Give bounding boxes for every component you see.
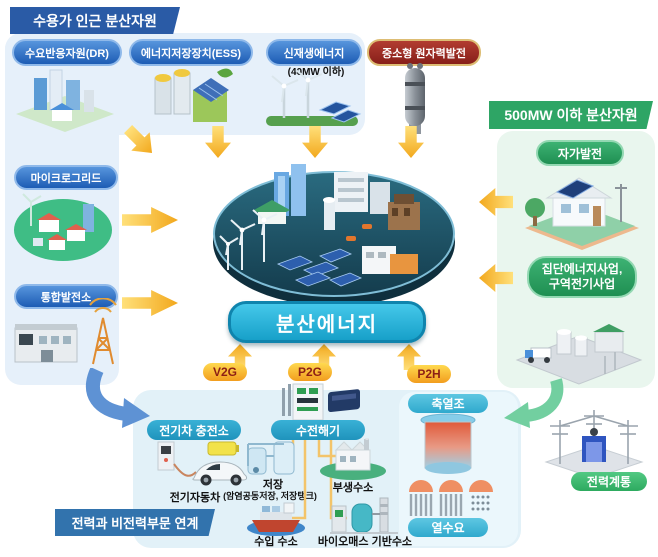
pill-self-generation: 자가발전: [536, 140, 624, 166]
pill-p2h: P2H: [407, 365, 451, 383]
ev-charging-illustration: [157, 441, 248, 486]
hydrogen-storage-illustration: [247, 441, 295, 475]
pill-smr-nuclear: 중소형 원자력발전: [367, 39, 481, 66]
city-dr-illustration: [16, 69, 114, 132]
pill-ess: 에너지저장장치(ESS): [129, 39, 253, 66]
under-500mw-header: 500MW 이하 분산자원: [489, 101, 653, 129]
pill-p2g: P2G: [288, 363, 332, 381]
island-title-badge: 분산에너지: [228, 301, 426, 343]
storage-label: 저장: [262, 479, 284, 491]
heat-demand-radiators-illustration: [409, 480, 493, 516]
electrolyzer-machine-illustration: [282, 383, 360, 421]
imported-hydrogen-ship-illustration: [247, 502, 305, 536]
near-consumer-header: 수용가 인근 분산자원: [10, 7, 180, 34]
pill-v2g: V2G: [203, 363, 247, 381]
curved-arrow-to-coupling: [86, 368, 150, 428]
district-energy-line2: 구역전기사업: [548, 277, 616, 291]
byproduct-hydrogen-illustration: [320, 438, 386, 480]
chp-plant-illustration: [515, 324, 643, 385]
biomass-hydrogen-label: 바이오매스 기반수소: [317, 536, 413, 548]
power-grid-illustration: [544, 410, 644, 478]
ev-car-label: 전기자동차: [169, 492, 221, 504]
pill-ev-station: 전기차 충전소: [147, 420, 241, 440]
vpp-illustration: [14, 298, 117, 365]
pill-demand-response: 수요반응자원(DR): [12, 39, 122, 66]
biomass-hydrogen-illustration: [330, 497, 398, 534]
thermal-tank-illustration: [420, 413, 476, 474]
pill-heat-demand: 열수요: [408, 518, 488, 537]
pill-vpp: 통합발전소: [14, 284, 118, 309]
curved-arrow-grid-to-coupling: [504, 378, 564, 428]
arrow-microgrid-to-island: [122, 207, 178, 233]
island-illustration: [213, 164, 455, 306]
pill-power-grid: 전력계통: [571, 472, 647, 491]
wind-solar-illustration: [266, 69, 362, 126]
pill-heat-storage: 축열조: [408, 394, 488, 413]
solar-house-illustration: [525, 177, 639, 250]
imported-hydrogen-label: 수입 수소: [254, 536, 298, 548]
byproduct-hydrogen-label: 부생수소: [332, 482, 374, 494]
pill-renewable: 신재생에너지: [266, 39, 362, 66]
microgrid-illustration: [14, 193, 112, 261]
ess-illustration: [154, 68, 233, 122]
pill-district-energy: 집단에너지사업, 구역전기사업: [527, 256, 637, 298]
arrow-vpp-to-island: [122, 290, 178, 316]
pill-microgrid: 마이크로그리드: [14, 165, 118, 190]
storage-sub-label: (암염공동저장, 저장탱크): [223, 491, 317, 501]
district-energy-line1: 집단에너지사업,: [541, 262, 623, 276]
pill-electrolyzer: 수전해기: [271, 420, 365, 440]
renewable-capacity-note: (40MW 이하): [287, 67, 345, 78]
sector-coupling-header: 전력과 비전력부문 연계: [55, 509, 215, 536]
